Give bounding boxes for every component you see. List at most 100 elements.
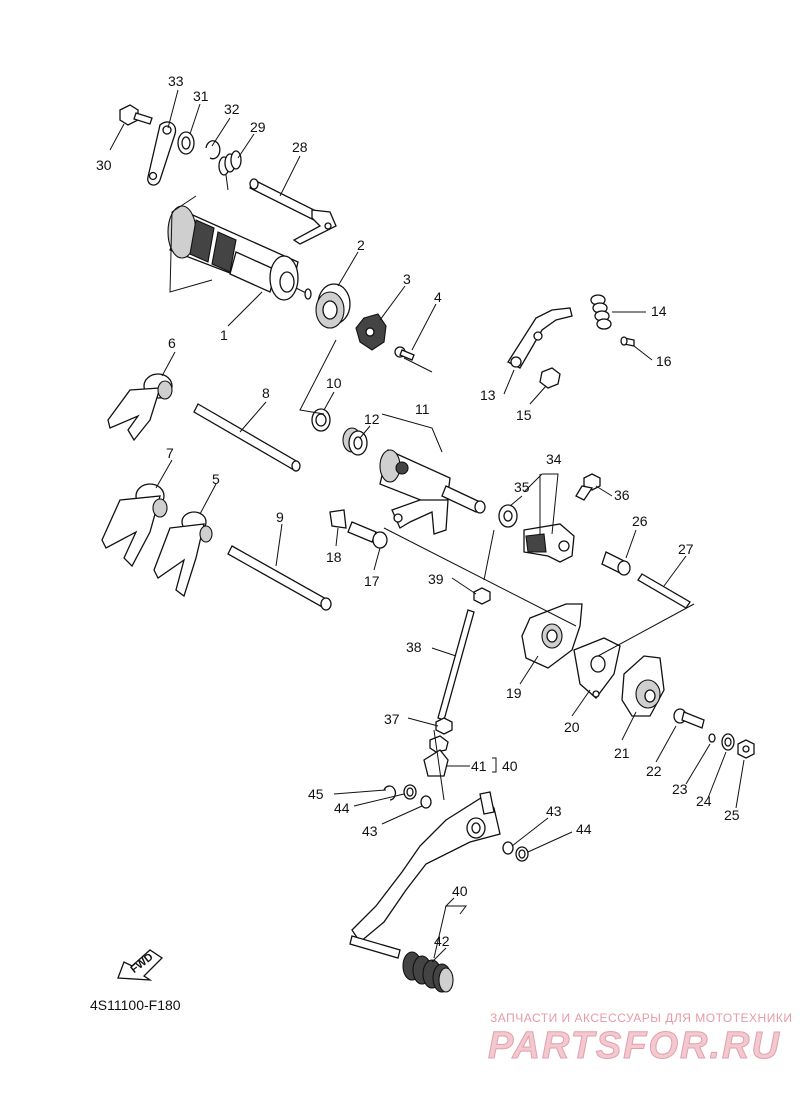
callout-43-left: 43 bbox=[362, 823, 378, 839]
callout-32: 32 bbox=[224, 101, 240, 117]
bolt-22 bbox=[673, 708, 705, 729]
callout-44-right: 44 bbox=[576, 821, 592, 837]
bolt-15 bbox=[539, 367, 561, 389]
washer-44-left bbox=[403, 784, 417, 800]
callout-44-left: 44 bbox=[334, 800, 350, 816]
circlip-32 bbox=[205, 140, 221, 160]
nut-37 bbox=[435, 717, 453, 735]
callout-19: 19 bbox=[506, 685, 522, 701]
pin-16 bbox=[620, 336, 635, 347]
shift-shaft-28 bbox=[249, 178, 337, 245]
callout-34: 34 bbox=[546, 451, 562, 467]
seal-43-left bbox=[420, 795, 432, 809]
collar-26 bbox=[601, 551, 631, 576]
callout-8: 8 bbox=[262, 385, 270, 401]
callout-33: 33 bbox=[168, 73, 184, 89]
callout-40-bottom: 40 bbox=[452, 883, 468, 899]
shift-cam-19 bbox=[521, 603, 583, 669]
callout-6: 6 bbox=[168, 335, 176, 351]
shift-lever-21 bbox=[621, 655, 665, 717]
fwd-arrow-icon: FWD bbox=[117, 949, 164, 981]
callout-39: 39 bbox=[428, 571, 444, 587]
callout-38: 38 bbox=[406, 639, 422, 655]
callout-9: 9 bbox=[276, 509, 284, 525]
callout-41: 41 bbox=[471, 758, 487, 774]
stopper-bolt-17 bbox=[347, 521, 388, 549]
joint-41 bbox=[423, 735, 449, 777]
spring-14 bbox=[590, 294, 612, 330]
bolt-30 bbox=[119, 104, 153, 126]
collar-12 bbox=[342, 427, 368, 456]
callout-20: 20 bbox=[564, 719, 580, 735]
callout-15: 15 bbox=[516, 407, 532, 423]
callout-29: 29 bbox=[250, 119, 266, 135]
spacer-35 bbox=[498, 504, 518, 528]
stopper-lever-13 bbox=[507, 307, 573, 369]
spring-29 bbox=[218, 150, 242, 191]
shift-fork-7 bbox=[101, 483, 168, 568]
callout-27: 27 bbox=[678, 541, 694, 557]
callout-36: 36 bbox=[614, 487, 630, 503]
leader-lines bbox=[109, 89, 745, 963]
callout-3: 3 bbox=[403, 271, 411, 287]
callout-42: 42 bbox=[434, 933, 450, 949]
callout-7: 7 bbox=[166, 445, 174, 461]
callout-14: 14 bbox=[651, 303, 667, 319]
callout-5: 5 bbox=[212, 471, 220, 487]
callout-18: 18 bbox=[326, 549, 342, 565]
callout-12: 12 bbox=[364, 411, 380, 427]
seal-43-right bbox=[502, 841, 514, 855]
change-pedal-42 bbox=[349, 791, 501, 959]
callout-2: 2 bbox=[357, 237, 365, 253]
callout-16: 16 bbox=[656, 353, 672, 369]
callout-26: 26 bbox=[632, 513, 648, 529]
nut-25 bbox=[737, 739, 755, 759]
nut-39 bbox=[473, 587, 491, 605]
callout-31: 31 bbox=[193, 88, 209, 104]
callout-labels: 30 33 31 32 29 28 1 2 3 4 6 8 10 11 12 7… bbox=[96, 73, 740, 949]
callout-24: 24 bbox=[696, 793, 712, 809]
callout-13: 13 bbox=[480, 387, 496, 403]
callout-22: 22 bbox=[646, 763, 662, 779]
callout-37: 37 bbox=[384, 711, 400, 727]
pin-27 bbox=[637, 573, 691, 609]
stopper-plate-33 bbox=[147, 121, 177, 186]
bolt-36 bbox=[575, 473, 601, 501]
diagram-code: 4S11100-F180 bbox=[90, 997, 181, 1013]
shift-fork-6 bbox=[107, 373, 173, 442]
callout-17: 17 bbox=[364, 573, 380, 589]
washer-31 bbox=[177, 131, 195, 155]
guide-bar-9 bbox=[227, 545, 332, 611]
watermark-tagline: ЗАПЧАСТИ И АКСЕССУАРЫ ДЛЯ МОТОТЕХНИКИ bbox=[490, 1011, 792, 1025]
callout-40-top: 40 bbox=[502, 758, 518, 774]
callout-30: 30 bbox=[96, 157, 112, 173]
callout-35: 35 bbox=[514, 479, 530, 495]
guide-bar-8 bbox=[193, 403, 301, 472]
washer-24 bbox=[721, 733, 735, 751]
watermark-logo: ЗАПЧАСТИ И АКСЕССУАРЫ ДЛЯ МОТОТЕХНИКИ PA… bbox=[488, 1011, 792, 1068]
callout-4: 4 bbox=[434, 289, 442, 305]
shift-fork-5 bbox=[153, 511, 213, 598]
joint-34 bbox=[523, 523, 575, 563]
callout-45: 45 bbox=[308, 786, 324, 802]
seal-10 bbox=[311, 408, 331, 432]
callout-43-right: 43 bbox=[546, 803, 562, 819]
plate-20 bbox=[573, 637, 621, 699]
callout-1: 1 bbox=[220, 327, 228, 343]
callout-10: 10 bbox=[326, 375, 342, 391]
callout-28: 28 bbox=[292, 139, 308, 155]
callout-21: 21 bbox=[614, 745, 630, 761]
callout-25: 25 bbox=[724, 807, 740, 823]
pedal-rubber-42 bbox=[402, 951, 454, 993]
bearing-2 bbox=[315, 283, 351, 329]
shift-rod-38 bbox=[437, 609, 475, 721]
callout-23: 23 bbox=[672, 781, 688, 797]
shift-drum-1 bbox=[167, 205, 312, 301]
segment-3 bbox=[355, 313, 387, 351]
callout-11: 11 bbox=[415, 401, 430, 417]
washer-44-right bbox=[515, 846, 529, 862]
shift-shaft-assy-11 bbox=[379, 449, 486, 535]
watermark-brand: PARTSFOR.RU bbox=[488, 1025, 781, 1067]
washer-23 bbox=[708, 733, 716, 743]
